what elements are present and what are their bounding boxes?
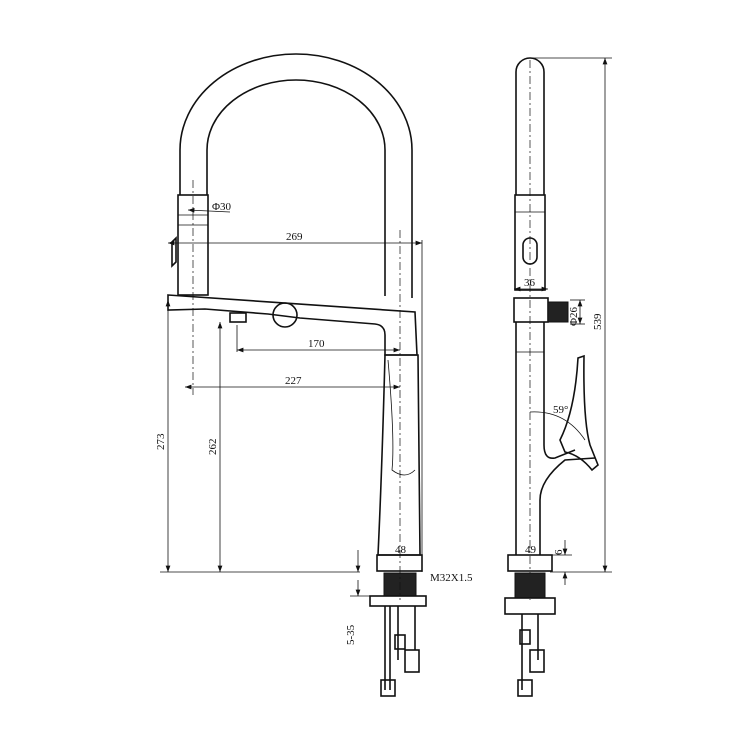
side-nut (504, 597, 556, 615)
hoses (384, 606, 416, 690)
handle-lever (559, 354, 599, 472)
gooseneck (179, 53, 413, 298)
dim-base-diameter: 48 (395, 544, 407, 556)
pause-button (272, 302, 298, 328)
dim-thread: M32X1.5 (430, 572, 473, 584)
base-flange (376, 554, 423, 572)
pause-knob (547, 301, 569, 323)
dim-knob-diameter: Φ26 (568, 306, 580, 326)
side-base (507, 554, 553, 572)
side-body (515, 322, 596, 555)
dim-head-width: 36 (524, 277, 536, 289)
dim-height-spout: 273 (155, 433, 167, 450)
dim-deck-thickness: 5-35 (345, 624, 357, 645)
dim-spray-to-body: 227 (285, 375, 302, 387)
side-hose-collar (513, 297, 549, 323)
dim-reach: 269 (286, 231, 303, 243)
dim-height-aerator: 262 (207, 439, 219, 456)
dim-handle-angle: 59° (553, 404, 568, 416)
side-threaded-shank (514, 572, 546, 599)
dim-base-height: 6 (553, 549, 565, 555)
dim-aerator-to-body: 170 (308, 338, 325, 350)
faucet-body (377, 354, 421, 556)
front-view: Φ30 269 170 227 273 262 48 M32X1.5 5-35 (155, 53, 473, 697)
mounting-nut (369, 595, 427, 607)
dim-spray-diameter: Φ30 (212, 201, 232, 213)
side-hoses (521, 614, 539, 690)
dim-total-height: 539 (592, 313, 604, 330)
spray-button (171, 236, 177, 268)
side-view: 59° 36 Φ26 539 49 6 (504, 57, 612, 697)
dim-side-base-diameter: 49 (525, 544, 537, 556)
aerator (229, 312, 247, 323)
